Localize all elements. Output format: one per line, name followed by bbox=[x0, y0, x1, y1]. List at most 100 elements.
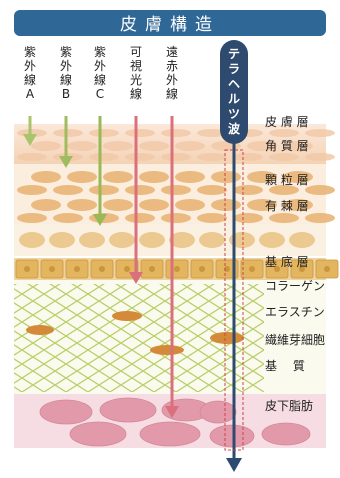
epidermal-cell bbox=[89, 185, 119, 195]
epidermal-cell bbox=[125, 185, 155, 195]
ray-label-char: C bbox=[96, 87, 104, 101]
cell-nucleus bbox=[324, 266, 330, 272]
epidermal-cell bbox=[175, 171, 205, 183]
epidermal-cell bbox=[17, 185, 47, 195]
title-bar bbox=[14, 10, 326, 36]
epidermal-cell bbox=[161, 213, 191, 223]
ray-label-char: 遠 bbox=[166, 45, 178, 59]
cell-nucleus bbox=[274, 266, 280, 272]
layer-label: 皮 膚 層 bbox=[265, 114, 309, 129]
fat-cell bbox=[199, 400, 237, 424]
spinous-cell bbox=[289, 232, 315, 248]
epidermal-cell bbox=[197, 185, 227, 195]
epidermal-cell bbox=[31, 141, 61, 151]
spinous-cell bbox=[259, 232, 285, 248]
ray-label-char: 視 bbox=[130, 58, 142, 73]
layer-label: 皮下脂肪 bbox=[265, 398, 313, 413]
epidermal-cell bbox=[247, 171, 277, 183]
spinous-cell bbox=[109, 232, 135, 248]
epidermal-cell bbox=[269, 129, 299, 137]
fat-cell bbox=[139, 421, 201, 447]
ray-arrow-head bbox=[129, 272, 143, 284]
epidermal-cell bbox=[305, 185, 335, 195]
epidermal-cell bbox=[31, 171, 61, 183]
cell-nucleus bbox=[99, 266, 105, 272]
fat-cell bbox=[261, 422, 311, 446]
spinous-cell bbox=[169, 232, 195, 248]
ray-label-char: 可 bbox=[130, 45, 142, 59]
ray-arrow-head bbox=[23, 134, 37, 146]
ray-label-char: 外 bbox=[166, 73, 178, 87]
epidermal-cell bbox=[31, 199, 61, 211]
epidermal-cell bbox=[161, 185, 191, 195]
ray-arrow-head bbox=[93, 214, 107, 226]
layer-label: コラーゲン bbox=[265, 279, 325, 293]
terahertz-label-char: テ bbox=[228, 47, 240, 61]
ray-label-char: 赤 bbox=[166, 59, 178, 73]
fat-cell bbox=[99, 397, 157, 423]
ray-label-char: 外 bbox=[24, 59, 36, 73]
epidermal-cell bbox=[233, 185, 263, 195]
epidermal-cell bbox=[197, 213, 227, 223]
epidermal-cell bbox=[103, 141, 133, 151]
epidermal-cell bbox=[233, 153, 263, 161]
fibroblast-cell bbox=[210, 332, 244, 344]
epidermal-cell bbox=[53, 129, 83, 137]
ray-label-char: 紫 bbox=[60, 45, 72, 59]
epidermal-cell bbox=[283, 199, 313, 211]
epidermal-cell bbox=[103, 199, 133, 211]
ray-label-char: 紫 bbox=[94, 45, 106, 59]
epidermal-cell bbox=[247, 141, 277, 151]
epidermal-cell bbox=[17, 213, 47, 223]
fat-cell bbox=[209, 424, 255, 448]
layer-label: 顆 粒 層 bbox=[265, 172, 309, 187]
epidermal-cell bbox=[269, 153, 299, 161]
fibroblast-cell bbox=[150, 345, 184, 355]
ray-label-char: 外 bbox=[60, 59, 72, 73]
ray-label-char: A bbox=[26, 87, 35, 101]
epidermal-cell bbox=[161, 129, 191, 137]
epidermal-cell bbox=[305, 213, 335, 223]
epidermal-cell bbox=[53, 213, 83, 223]
layer-label: 有 棘 層 bbox=[265, 199, 309, 213]
epidermal-cell bbox=[89, 129, 119, 137]
epidermal-cell bbox=[305, 129, 335, 137]
ray-arrow-head bbox=[165, 406, 179, 418]
spinous-cell bbox=[79, 232, 105, 248]
fibroblast-cell bbox=[112, 311, 142, 321]
layer-label: 基 質 bbox=[265, 358, 305, 373]
epidermal-cell bbox=[139, 141, 169, 151]
cell-nucleus bbox=[299, 266, 305, 272]
ray-label-char: 紫 bbox=[24, 45, 36, 59]
epidermal-cell bbox=[139, 199, 169, 211]
layer-label: 基 底 層 bbox=[265, 254, 309, 269]
ray-label-char: 外 bbox=[94, 59, 106, 73]
epidermal-cell bbox=[211, 199, 241, 211]
terahertz-dashed-outline bbox=[224, 149, 244, 451]
epidermal-cell bbox=[305, 153, 335, 161]
ray-label-char: 線 bbox=[130, 86, 142, 101]
layer-label: エラスチン bbox=[265, 305, 325, 319]
ray-label-char: B bbox=[62, 87, 70, 101]
terahertz-label-char: 波 bbox=[228, 121, 241, 136]
cell-nucleus bbox=[149, 266, 155, 272]
cell-nucleus bbox=[124, 266, 130, 272]
fat-cell bbox=[69, 421, 127, 447]
cell-nucleus bbox=[199, 266, 205, 272]
terahertz-pill bbox=[220, 40, 248, 144]
ray-arrows bbox=[23, 116, 179, 418]
spinous-cell bbox=[139, 232, 165, 248]
terahertz-label-char: ヘ bbox=[228, 77, 240, 91]
terahertz-label-char: ル bbox=[228, 92, 240, 106]
epidermal-cell bbox=[269, 213, 299, 223]
ray-label-char: 線 bbox=[60, 72, 72, 87]
epidermal-cell bbox=[89, 153, 119, 161]
epidermal-cell bbox=[125, 153, 155, 161]
page-title: 皮膚構造 bbox=[120, 15, 220, 35]
ray-arrow-head bbox=[59, 156, 73, 168]
layer-label: 繊維芽細胞 bbox=[265, 333, 325, 347]
ray-label-char: 線 bbox=[94, 72, 106, 87]
